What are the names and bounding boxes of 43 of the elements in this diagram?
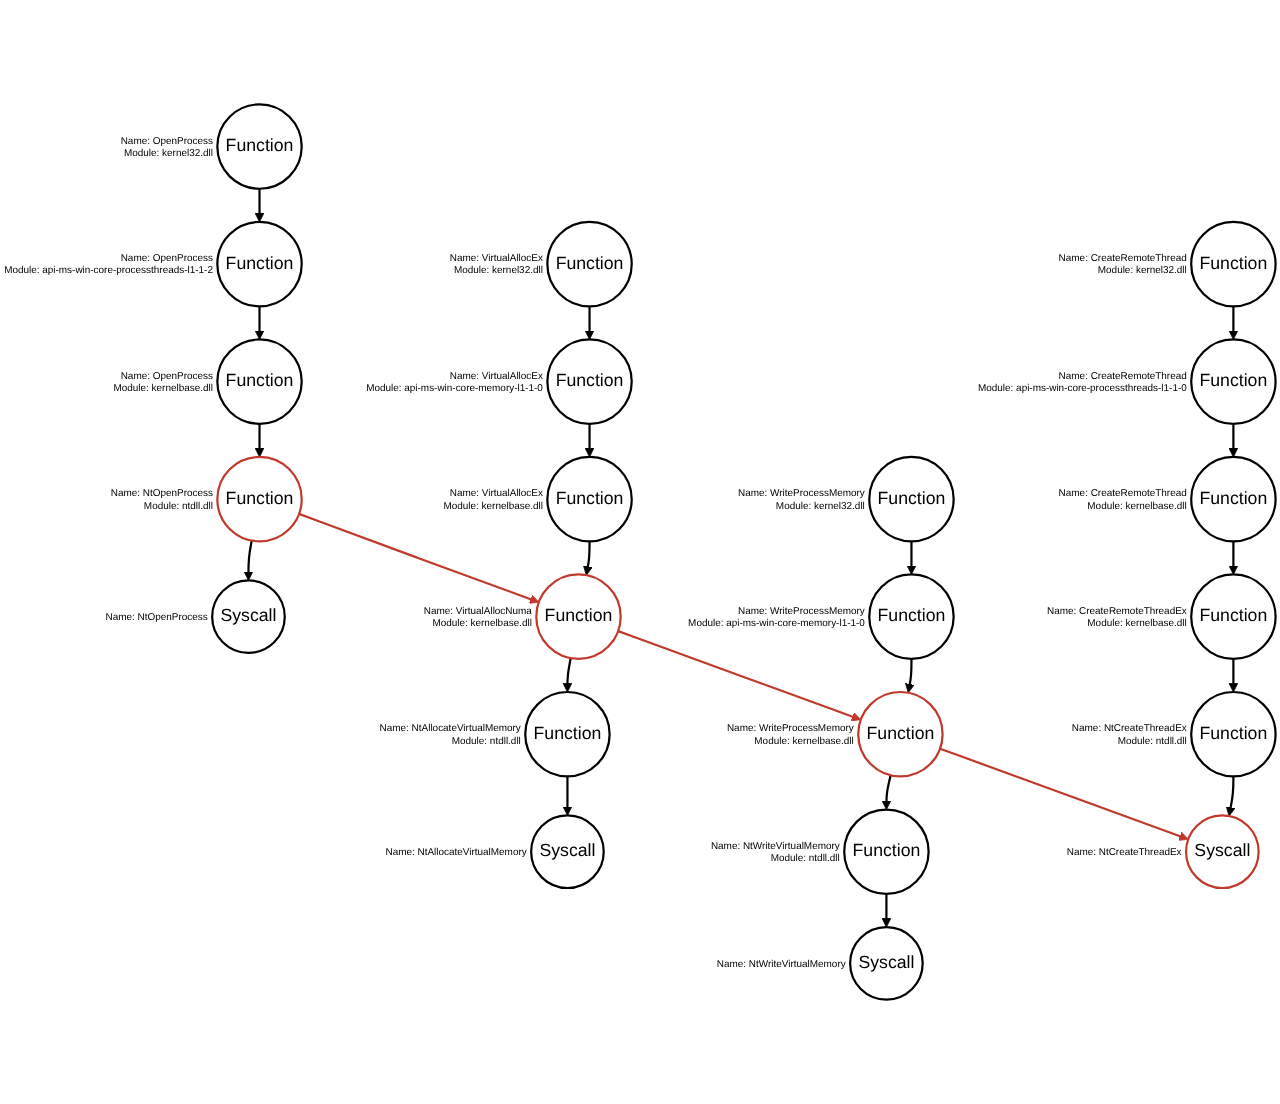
arrow xyxy=(1228,423,1239,458)
arrow xyxy=(298,512,540,604)
arrow xyxy=(243,540,254,581)
circle-node: Function xyxy=(1190,690,1277,778)
circle-node: Syscall xyxy=(211,579,286,655)
circle-node: Function xyxy=(546,338,633,425)
circle-node: Function xyxy=(546,455,633,543)
arrow xyxy=(881,893,892,928)
arrow xyxy=(881,775,892,810)
arrow xyxy=(1225,776,1236,817)
circle-node: Function xyxy=(1190,573,1277,660)
arrow xyxy=(906,541,917,575)
circle-node: Function xyxy=(524,690,611,778)
circle-node: Syscall xyxy=(849,925,924,1001)
circle-node: Function xyxy=(1190,455,1277,543)
circle-node: Syscall xyxy=(530,814,605,890)
circle-node: Function xyxy=(857,690,944,778)
circle-node: Function xyxy=(546,220,633,308)
arrow xyxy=(617,630,862,722)
arrow xyxy=(584,423,595,458)
circle-node: Function xyxy=(1190,338,1277,425)
circle-node: Syscall xyxy=(1184,814,1260,890)
arrow xyxy=(254,306,265,340)
arrow xyxy=(562,657,573,693)
circle-node: Function xyxy=(1190,220,1277,308)
arrow xyxy=(254,423,265,458)
arrow xyxy=(562,776,573,816)
arrow xyxy=(905,658,915,694)
circle-node: Function xyxy=(868,455,955,543)
circle-node: Function xyxy=(216,220,303,308)
circle-node: Function xyxy=(216,455,303,543)
circle-node: Function xyxy=(535,573,622,660)
circle-node: Function xyxy=(843,808,930,896)
arrow xyxy=(1228,658,1239,693)
arrow xyxy=(584,306,595,340)
circle-node: Function xyxy=(216,338,303,425)
circle-node: Function xyxy=(868,573,955,660)
circle-node: Function xyxy=(216,103,303,190)
arrow xyxy=(1228,306,1239,340)
arrow xyxy=(939,747,1189,841)
arrow xyxy=(1228,541,1239,575)
arrow xyxy=(583,541,593,576)
arrow xyxy=(254,188,265,223)
